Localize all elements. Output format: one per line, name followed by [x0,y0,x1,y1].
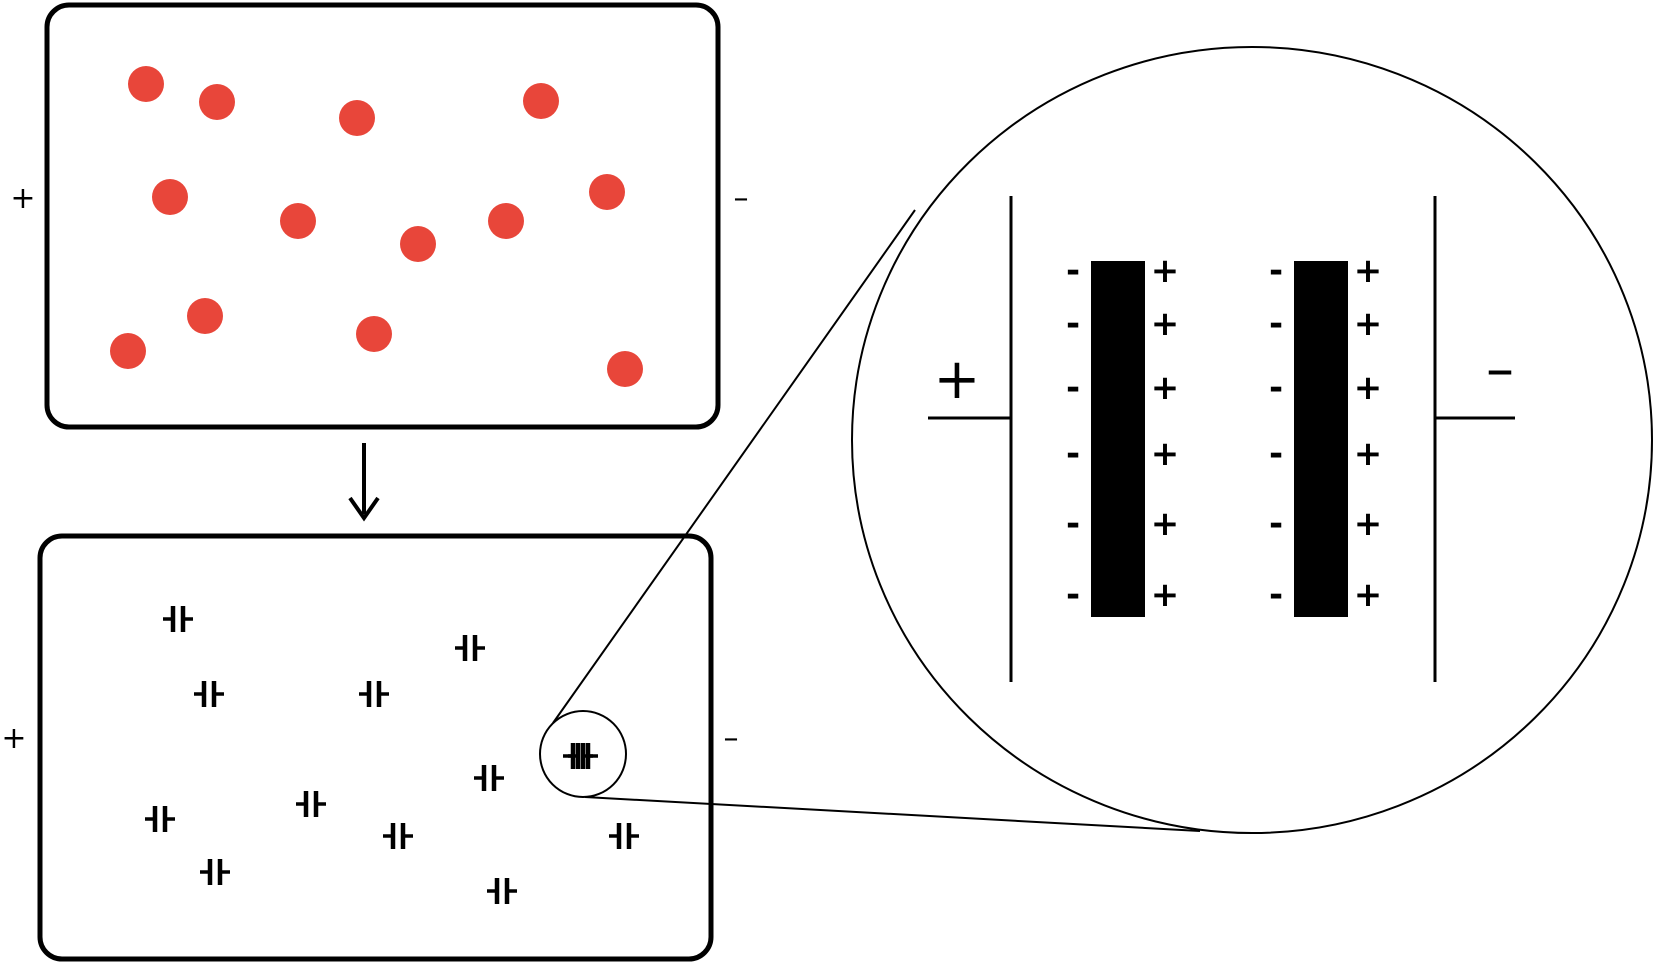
particle-2 [199,84,235,120]
magnifier-small-circle [539,710,627,798]
dipole-1 [163,606,193,632]
zoom-plate-1-negative-6: - [1066,575,1080,615]
magnifier-connector-lower [584,796,1201,832]
particle-4 [523,83,559,119]
dipole-12 [487,878,517,904]
zoom-detail: + – - + - + - + - + - + - + - + - + - + - + - + - + [928,196,1515,682]
top-box-right-terminal: – [734,181,749,216]
bottom-box [37,533,714,962]
zoom-plate-1-positive-4: + [1151,434,1180,474]
zoom-plate-2-negative-5: - [1269,504,1283,544]
zoom-left-terminal: + [934,347,981,412]
particle-9 [589,174,625,210]
zoom-plate-1-negative-1: - [1066,251,1080,291]
zoom-plate-1-negative-5: - [1066,504,1080,544]
zoom-plate-2-positive-6: + [1354,575,1383,615]
zoom-plate-1-group: - + - + - + - + - + - + [1066,251,1179,617]
zoom-plate-group: - + - + - + - + - + - + - + - + - + - + - + - + [1066,251,1382,617]
dipole-3 [194,681,224,707]
particle-12 [356,316,392,352]
top-box-group: + – [10,2,749,430]
zoom-plate-2 [1294,261,1348,617]
zoom-plate-1-positive-2: + [1151,304,1180,344]
zoom-plate-1 [1091,261,1145,617]
dipole-6 [474,765,504,791]
arrow-head [348,496,380,522]
particle-13 [607,351,643,387]
dipole-11 [200,859,230,885]
dipole-2 [455,635,485,661]
magnifier-connector-upper [552,209,916,724]
dipole-magnified [568,743,598,769]
particle-11 [110,333,146,369]
zoom-plate-2-positive-3: + [1354,368,1383,408]
transition-arrow [348,443,380,522]
zoom-plate-2-positive-5: + [1354,504,1383,544]
zoom-plate-2-negative-2: - [1269,304,1283,344]
zoom-plate-2-positive-1: + [1354,251,1383,291]
zoom-plate-2-negative-4: - [1269,434,1283,474]
dipole-7 [145,806,175,832]
top-box-left-terminal: + [10,181,35,216]
particle-6 [280,203,316,239]
zoom-plate-2-positive-4: + [1354,434,1383,474]
zoom-plate-1-negative-3: - [1066,368,1080,408]
bottom-box-group: + – [1,533,739,962]
zoom-plate-1-positive-1: + [1151,251,1180,291]
dipole-10 [609,823,639,849]
zoom-plate-2-negative-3: - [1269,368,1283,408]
zoom-plate-1-negative-4: - [1066,434,1080,474]
particle-3 [339,100,375,136]
dipole-9 [383,823,413,849]
top-box [44,2,721,430]
particle-1 [128,66,164,102]
zoom-plate-2-group: - + - + - + - + - + - + [1269,251,1382,617]
particle-group [110,66,643,387]
zoom-plate-2-negative-6: - [1269,575,1283,615]
dipole-4 [359,681,389,707]
particle-10 [187,298,223,334]
particle-7 [400,226,436,262]
zoom-plate-1-negative-2: - [1066,304,1080,344]
bottom-box-left-terminal: + [1,721,26,756]
particle-8 [488,203,524,239]
bottom-box-right-terminal: – [724,721,739,756]
zoom-plate-1-positive-3: + [1151,368,1180,408]
magnifier-group [539,46,1653,834]
zoom-plate-2-negative-1: - [1269,251,1283,291]
magnifier-large-circle [851,46,1653,834]
zoom-plate-1-positive-5: + [1151,504,1180,544]
dipole-group [145,606,639,904]
zoom-right-terminal: – [1486,337,1514,402]
zoom-plate-2-positive-2: + [1354,304,1383,344]
particle-5 [152,179,188,215]
zoom-plate-1-positive-6: + [1151,575,1180,615]
dipole-8 [296,791,326,817]
